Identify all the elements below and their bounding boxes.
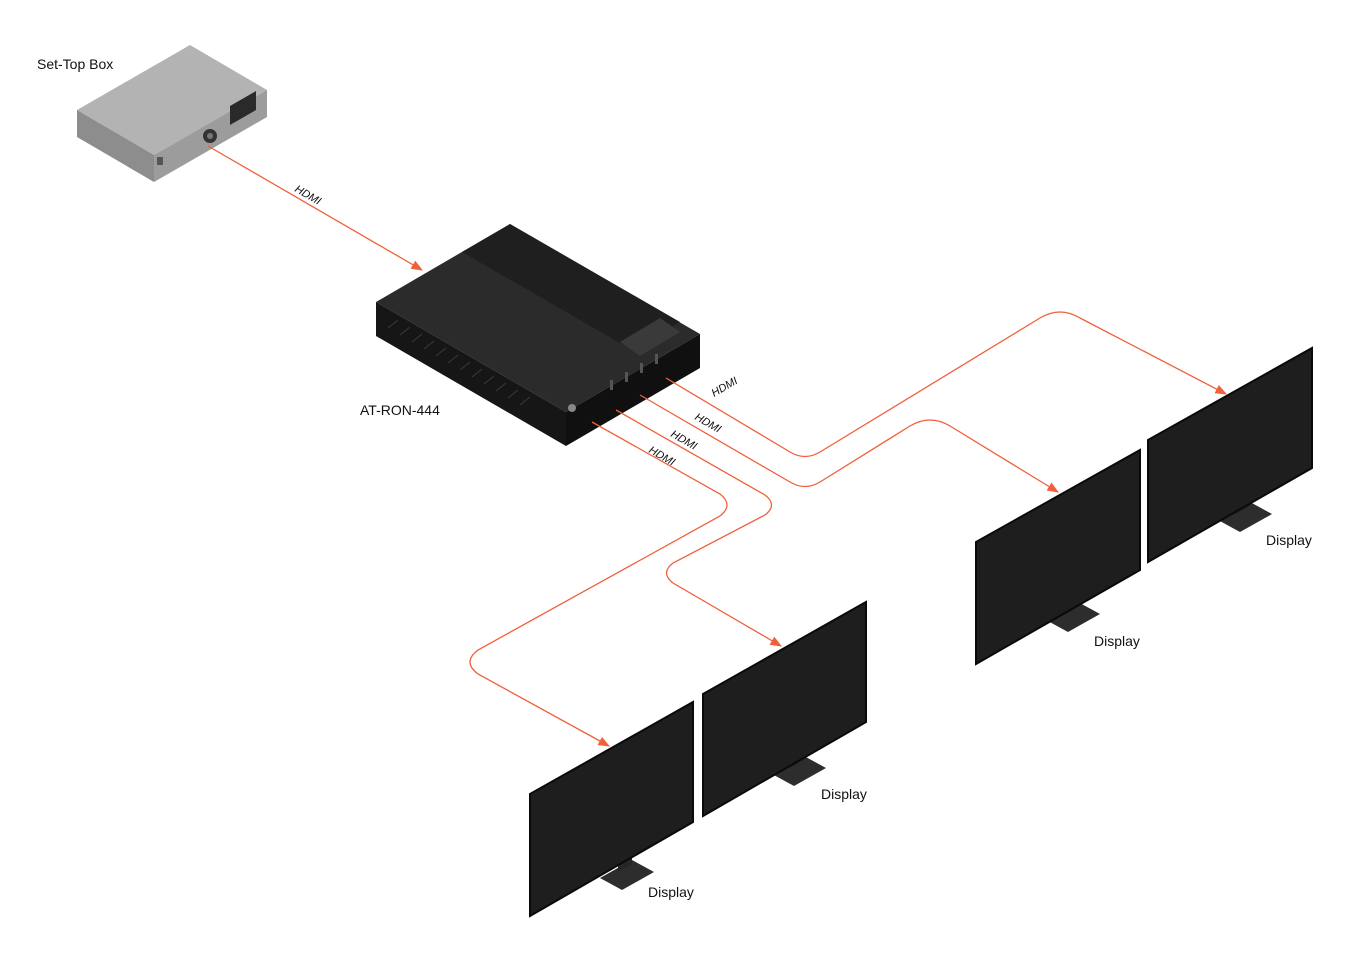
set-top-box-icon [77,45,267,182]
display-label-4: Display [648,884,694,900]
hdmi-label-output-2: HDMI [693,411,723,435]
monitor-icon [702,600,867,818]
monitor-icon [529,700,694,918]
hdmi-cable-output-3 [615,409,783,647]
monitor-icon [1147,346,1313,564]
hdmi-cable-output-1 [665,311,1228,458]
hdmi-label-output-1: HDMI [710,375,740,399]
hdmi-cable-output-4 [469,421,728,747]
hdmi-cable-output-2 [639,394,1059,493]
monitor-icon [975,448,1141,666]
switcher-label: AT-RON-444 [360,402,440,418]
set-top-box-label: Set-Top Box [37,56,114,72]
display-label-2: Display [1094,633,1140,649]
hdmi-label-output-4: HDMI [647,444,677,468]
display-label-1: Display [1266,532,1312,548]
hdmi-cable-input [207,145,424,271]
display-label-3: Display [821,786,867,802]
distribution-amplifier-icon [376,224,700,446]
